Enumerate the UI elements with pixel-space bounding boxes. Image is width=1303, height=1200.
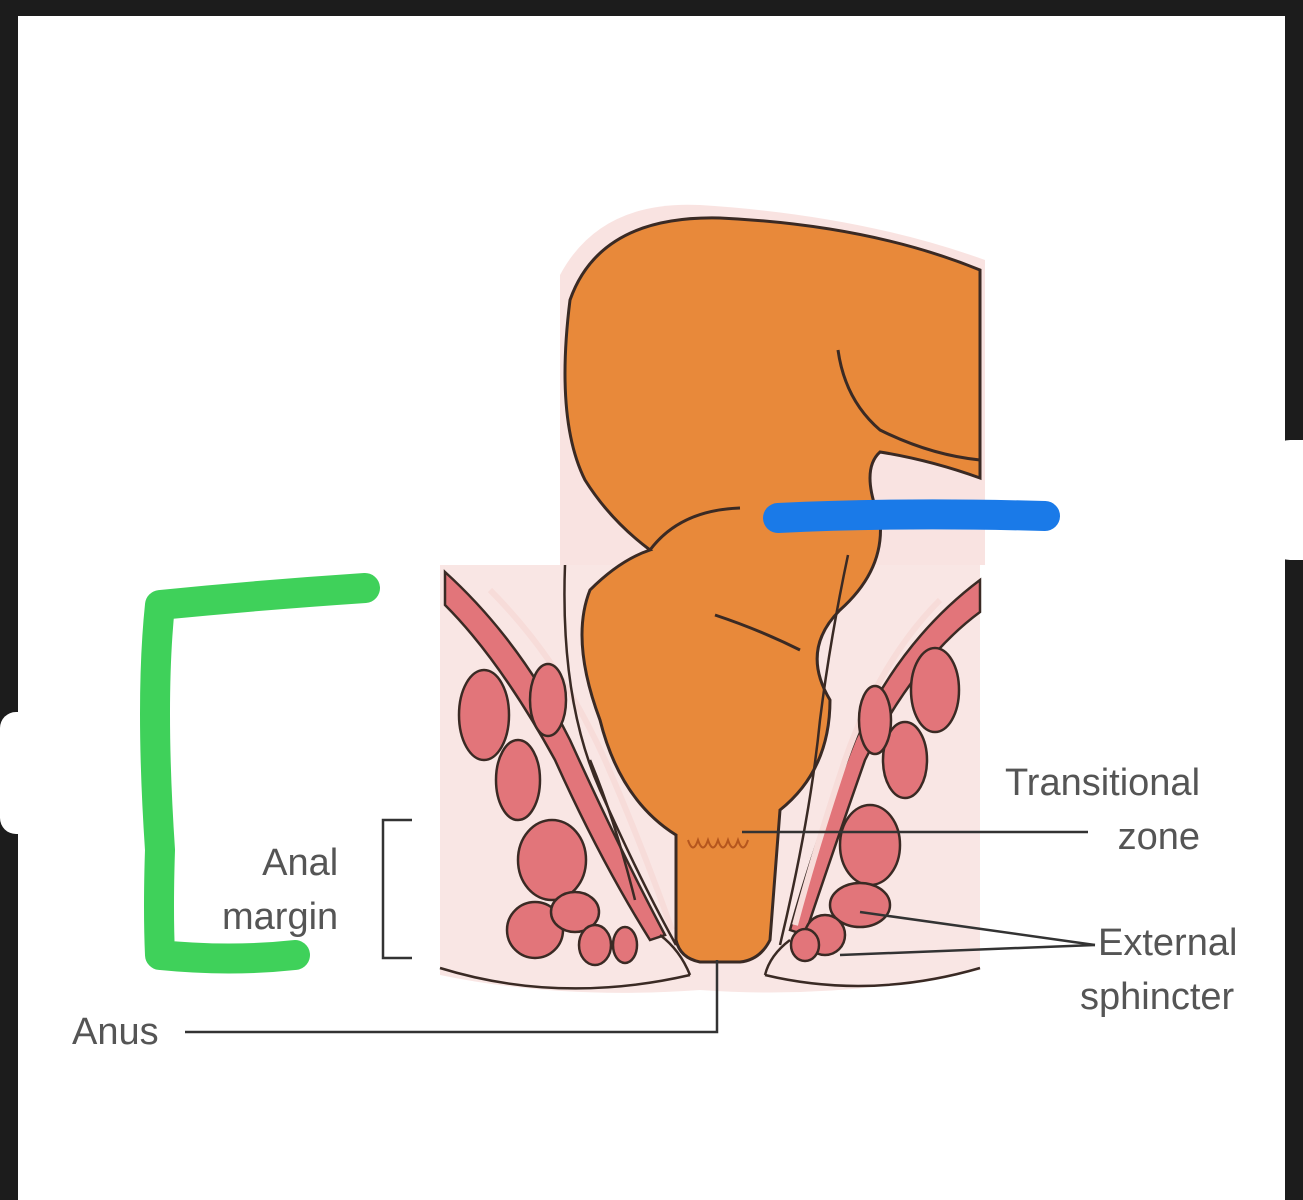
label-transitional-line1: Transitional (1005, 762, 1201, 804)
right-edge-tab (1270, 440, 1303, 560)
right-levator-muscle (788, 577, 982, 963)
green-bracket-annotation (140, 573, 380, 974)
canal-wall-outlines (439, 554, 981, 990)
rectum-lumen (563, 216, 982, 964)
label-leader-lines (185, 818, 1096, 1034)
label-anal-margin: Anal margin (222, 836, 338, 944)
anal-margin-bracket (381, 818, 412, 960)
label-anal-line1: Anal (262, 842, 339, 884)
blue-line-annotation (763, 499, 1060, 533)
label-sphincter-line2: sphincter (1080, 976, 1235, 1018)
left-edge-tab (0, 712, 40, 834)
external-sphincter-leader-upper (859, 910, 1096, 947)
label-margin-line2: margin (222, 896, 339, 938)
label-transitional-line2: zone (1117, 816, 1201, 858)
label-anus: Anus (72, 1005, 159, 1059)
label-transitional-zone: Transitional zone (1005, 756, 1200, 864)
anus-leader (185, 960, 719, 1034)
label-anus-text: Anus (72, 1011, 159, 1053)
label-external-line1: External (1098, 922, 1238, 964)
external-sphincter-leader-lower (839, 943, 1096, 957)
left-levator-muscle (443, 569, 675, 967)
label-external-sphincter: External sphincter (1080, 916, 1237, 1024)
